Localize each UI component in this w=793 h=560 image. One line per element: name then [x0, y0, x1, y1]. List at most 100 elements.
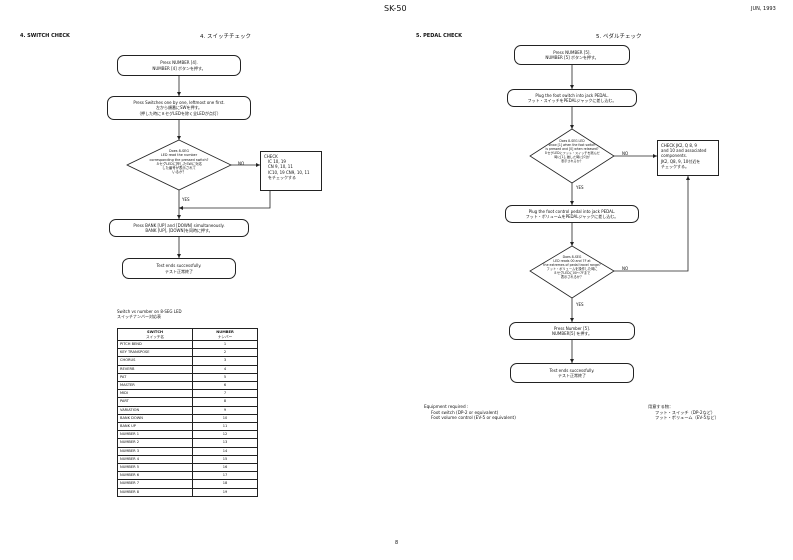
decision-line: 時に[1], 離した時に[0]が [554, 155, 590, 159]
decision-line: ８セグLEDに押したSWに対応 [155, 161, 203, 166]
check-line: CHECK JK2, Q 8, 9 [661, 143, 697, 148]
switch-table-caption: Switch vs number on 8-SEG LED スイッチナンバー対応… [117, 309, 182, 319]
switch-cell: NUMBER 4 [117, 454, 193, 465]
switch-cell: MASTER [117, 381, 193, 391]
header-text-jp: スイッチ名 [146, 334, 164, 339]
switch-cell: CHORUS [117, 356, 193, 366]
switch-check-title: 4. SWITCH CHECK [20, 33, 70, 39]
switch-cell: NUMBER 5 [117, 463, 193, 473]
check-line: をチェックする [268, 174, 296, 180]
number-cell: 2 [192, 348, 258, 358]
decision-line: 表示されるか？ [560, 275, 584, 280]
number-cell: 3 [192, 356, 258, 366]
header-text: SWITCH [147, 330, 163, 334]
step-text: Test ends successfully. [549, 367, 595, 373]
number-cell: 14 [192, 446, 258, 456]
switch-cell: NUMBER 7 [117, 479, 193, 489]
step-text: Test ends successfully. [156, 263, 202, 269]
switch-cell: NUMBER 1 [117, 430, 193, 440]
pedal-yes-label-1: YES [576, 185, 584, 190]
check-line: and 10 and associated [661, 148, 707, 154]
equipment-item: Foot switch (DP-2 or equivalent) [431, 409, 499, 415]
check-line: CN 9, 10, 11 [268, 164, 293, 170]
decision-line: ８セグLEDに00〜7Fまで [553, 271, 591, 276]
decision-line: Does 8-SEG LED [559, 139, 585, 143]
pedal-step-plug-foot-control: Plug the foot control pedal into jack PE… [505, 205, 639, 223]
decision-line: ８セグLEDにフット・スイッチを踏んだ [544, 151, 600, 155]
step-text-jp: フット・ボリュームをPEDALジャックに差し込む。 [525, 214, 619, 219]
number-cell: 5 [192, 372, 258, 383]
number-cell: 8 [192, 397, 258, 407]
equipment-item-jp: フット・スイッチ（DP-2など） [655, 409, 716, 415]
check-line: JK2, Q8, 9, 10付近を [661, 158, 701, 164]
number-cell: 18 [192, 479, 258, 489]
step-text: Plug the foot switch into jack PEDAL. [535, 92, 609, 98]
switch-yes-label: YES [182, 197, 190, 202]
decision-line: the extremes of pedal travel range? [543, 263, 601, 268]
number-cell: 19 [192, 487, 258, 497]
equipment-item-jp: フット・ボリューム（EV-5など） [655, 415, 719, 421]
step-text: Plug the foot control pedal into jack PE… [528, 208, 616, 214]
pedal-no-label-1: NO [622, 151, 629, 156]
number-cell: 12 [192, 430, 258, 440]
step-text: Press Number [5]. [553, 325, 591, 331]
pedal-step-press-number5-again: Press Number [5]. NUMBER[5] を押す。 [509, 322, 635, 340]
number-cell: 7 [192, 389, 258, 399]
switch-cell: NUMBER 2 [117, 438, 193, 448]
switch-cell: REVERB [117, 364, 193, 374]
number-cell: 10 [192, 413, 258, 424]
switch-cell: PITCH BEND [117, 339, 193, 350]
switch-cell: BANK DOWN [117, 413, 193, 424]
check-line: components. [661, 153, 687, 159]
decision-line: フット・ボリュームを操作した時に [546, 267, 598, 272]
caption-line: Switch vs number on 8-SEG LED [117, 309, 182, 314]
pedal-check-title: 5. PEDAL CHECK [416, 33, 462, 39]
step-text-jp: テスト正常終了 [558, 373, 586, 378]
pedal-step-plug-foot-switch: Plug the foot switch into jack PEDAL. フッ… [507, 89, 637, 107]
check-line: チェックする。 [661, 163, 689, 169]
switch-cell: PAT [117, 372, 193, 383]
number-cell: 17 [192, 471, 258, 481]
step-text: Press BANK [UP] and [DOWN] simultaneousl… [133, 222, 225, 228]
switch-step-test-end: Test ends successfully. テスト正常終了 [122, 258, 236, 279]
decision-line: した番号が表示されて [162, 166, 196, 171]
document-title: SK-50 [384, 4, 407, 13]
decision-line: LED read the number [160, 153, 198, 158]
step-text-jp-note: （押した時に８セグLEDを除く全LEDが点灯） [137, 110, 221, 116]
check-line: CHECK [264, 154, 278, 159]
check-line: IC10, 19 CN9, 10, 11 [268, 169, 310, 175]
switch-decision: Does 8-SEG LED read the number correspon… [136, 149, 222, 175]
switch-cell: PART [117, 397, 193, 407]
caption-line-jp: スイッチナンバー対応表 [117, 314, 161, 319]
step-text-jp: テスト正常終了 [165, 268, 193, 274]
equipment-list-en: Equipment required : Foot switch (DP-2 o… [424, 404, 516, 421]
page-number: 8 [395, 540, 399, 546]
switch-check-title-jp: 4. スイッチチェック [200, 34, 251, 40]
step-text-jp: BANK [UP], [DOWN]を同時に押す。 [145, 228, 213, 233]
check-line: IC 10, 19 [268, 159, 286, 165]
decision-line: LED reads 00 and 7F at [553, 259, 591, 264]
step-text: Press NUMBER [4]. [160, 60, 198, 66]
number-cell: 11 [192, 422, 258, 432]
number-cell: 13 [192, 438, 258, 448]
switch-cell: KEY TRANSPOSE [117, 348, 193, 358]
equipment-heading: Equipment required : [424, 404, 469, 409]
number-cell: 6 [192, 381, 258, 391]
switch-cell: VARIATION [117, 405, 193, 415]
